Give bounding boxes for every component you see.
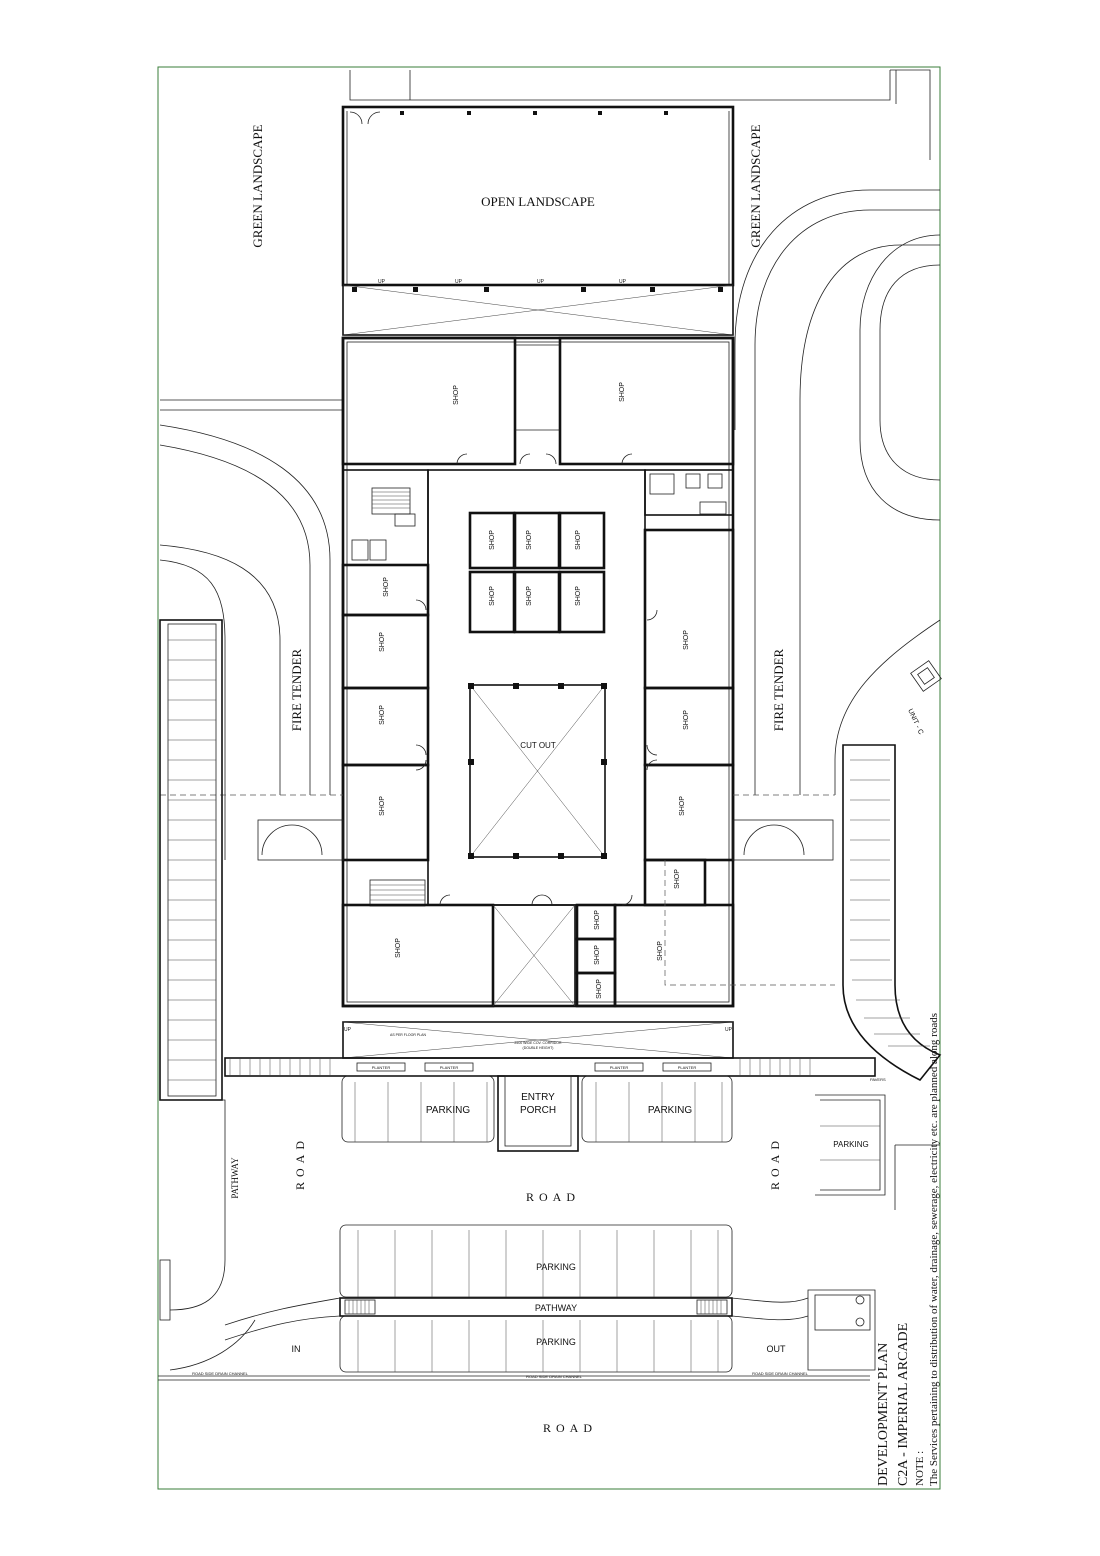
shop-label: SHOP [379,632,386,652]
pathway-bottom-label: PATHWAY [535,1303,577,1313]
shop-label: SHOP [395,938,402,958]
shop-label: SHOP [526,586,533,606]
right-ramp [842,744,942,1082]
shop-label: SHOP [489,530,496,550]
svg-text:UP: UP [725,1027,733,1033]
entry-label: IN [292,1344,301,1354]
open-landscape-label: OPEN LANDSCAPE [481,194,595,209]
shop-label: SHOP [453,385,460,405]
fire-tender-road-left [159,399,343,860]
road-side-drain [158,1375,870,1381]
planter-label: PLANTER [610,1065,629,1070]
drain-label: ROAD SIDE DRAIN CHANNEL [192,1371,249,1376]
svg-text:UP: UP [619,279,627,285]
svg-text:UP: UP [344,1027,352,1033]
entry-porch-label-line2: PORCH [520,1105,556,1116]
pavers-note: PAVERS [870,1077,886,1082]
unit-c-icon [910,660,942,692]
planter-label: PLANTER [440,1065,459,1070]
plan-title: DEVELOPMENT PLAN [876,1343,891,1486]
shop-label: SHOP [683,630,690,650]
drain-label: ROAD SIDE DRAIN CHANNEL [526,1374,583,1379]
shop-label: SHOP [379,705,386,725]
title-block: DEVELOPMENT PLAN C2A - IMPERIAL ARCADE N… [876,1013,940,1486]
exit-label: OUT [767,1344,787,1354]
corridor-note-line2: (DOUBLE HEIGHT) [523,1046,554,1050]
unit-tag-label: UNIT - C [906,708,924,736]
sheet-border [157,66,941,1490]
planter-strip: PLANTER PLANTER PLANTER PLANTER [224,1057,876,1077]
road-label-left: ROAD [293,1136,307,1190]
shop-label: SHOP [596,979,603,999]
front-parking [341,1075,733,1152]
shop-label: SHOP [674,869,681,889]
svg-text:UP: UP [537,279,545,285]
road-label-center: ROAD [526,1190,580,1204]
shop-label: SHOP [594,910,601,930]
parking-label: PARKING [536,1262,576,1272]
pathway-left-label: PATHWAY [230,1157,240,1199]
cut-out-label: CUT OUT [520,741,556,750]
shop-label: SHOP [575,530,582,550]
note-label: NOTE : [914,1451,926,1486]
fire-tender-road-right [734,189,941,795]
corridor-note-line1: 2500 WIDE COV. CORRIDOR [514,1041,562,1045]
fire-tender-left-label: FIRE TENDER [289,648,304,731]
planter-label: PLANTER [678,1065,697,1070]
parking-label: PARKING [648,1105,692,1116]
planter-label: PLANTER [372,1065,391,1070]
road-label-bottom: ROAD [543,1421,597,1435]
shop-label: SHOP [683,710,690,730]
shop-label: SHOP [594,945,601,965]
left-ramp [159,619,226,1321]
note-text: The Services pertaining to distribution … [928,1013,940,1486]
shop-label: SHOP [657,941,664,961]
bottom-parking [169,1224,876,1373]
main-building: UP UP AS PER FLOOR PLAN 2500 WIDE COV. C… [160,336,835,1059]
open-landscape-block: UP UP UP UP [341,69,931,336]
as-per-floor-plan-note: AS PER FLOOR PLAN [390,1033,426,1037]
shop-labels: SHOP SHOP SHOP SHOP SHOP SHOP SHOP SHOP … [379,382,690,999]
entry-porch-label-line1: ENTRY [521,1092,555,1103]
parking-label: PARKING [833,1140,868,1149]
shop-label: SHOP [575,586,582,606]
side-parking [815,1094,940,1210]
shop-label: SHOP [679,796,686,816]
shop-label: SHOP [619,382,626,402]
shop-label: SHOP [379,796,386,816]
road-label-right: ROAD [768,1136,782,1190]
svg-text:UP: UP [455,279,463,285]
shop-label: SHOP [489,586,496,606]
parking-label: PARKING [426,1105,470,1116]
shop-label: SHOP [526,530,533,550]
green-landscape-right-label: GREEN LANDSCAPE [748,124,763,247]
shop-label: SHOP [383,577,390,597]
drain-label: ROAD SIDE DRAIN CHANNEL [752,1371,809,1376]
green-landscape-left-label: GREEN LANDSCAPE [250,124,265,247]
fire-tender-right-label: FIRE TENDER [771,648,786,731]
parking-label: PARKING [536,1337,576,1347]
svg-text:UP: UP [378,279,386,285]
plan-subtitle: C2A - IMPERIAL ARCADE [896,1323,911,1486]
